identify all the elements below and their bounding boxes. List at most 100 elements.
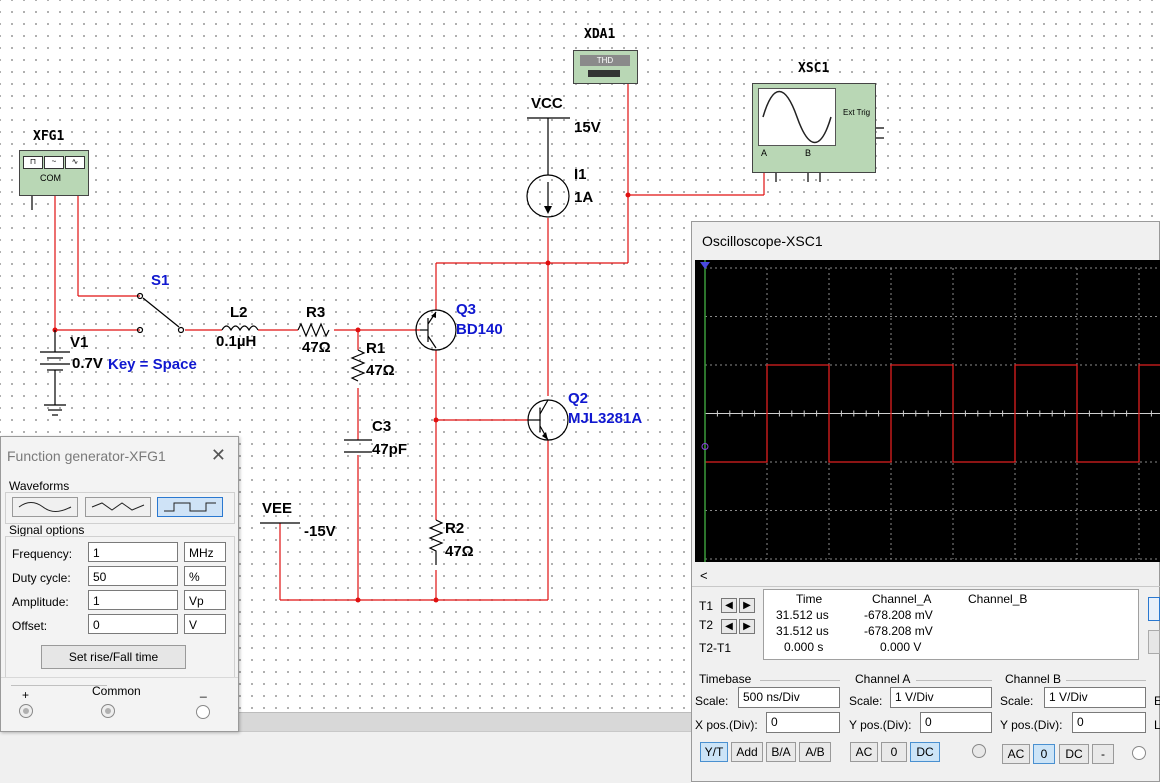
y-position-a-field[interactable]: 0 bbox=[920, 712, 992, 733]
com-label: COM bbox=[40, 173, 61, 183]
channel-a-ac-button[interactable]: AC bbox=[850, 742, 878, 762]
minus-terminal-label: _ bbox=[200, 684, 207, 698]
set-rise-fall-time-button[interactable]: Set rise/Fall time bbox=[41, 645, 186, 669]
sine-waveform-button[interactable] bbox=[12, 497, 78, 517]
x-position-field[interactable]: 0 bbox=[766, 712, 840, 733]
divider bbox=[760, 680, 840, 681]
channel-a-marker-icon bbox=[701, 442, 709, 450]
waveforms-group bbox=[5, 492, 235, 524]
l2-label: L2 bbox=[230, 304, 248, 321]
horizontal-scrollbar[interactable] bbox=[237, 712, 691, 731]
close-icon[interactable]: ✕ bbox=[210, 445, 226, 465]
t1-time-value: 31.512 us bbox=[776, 608, 829, 622]
square-wave-icon bbox=[164, 502, 216, 512]
trigger-level-partial-label: L bbox=[1154, 718, 1160, 732]
r3-label: R3 bbox=[306, 304, 326, 321]
r2-value: 47Ω bbox=[445, 543, 474, 560]
duty-cycle-unit-field[interactable]: % bbox=[184, 566, 226, 586]
cursor-readout-table: Time Channel_A Channel_B 31.512 us -678.… bbox=[763, 589, 1139, 660]
channel-b-radio[interactable] bbox=[1132, 746, 1146, 760]
t1-right-arrow-icon[interactable]: ▶ bbox=[739, 598, 755, 613]
y-t-mode-button[interactable]: Y/T bbox=[700, 742, 728, 762]
r1-value: 47Ω bbox=[366, 362, 395, 379]
signal-options-label: Signal options bbox=[9, 523, 85, 537]
b-over-a-mode-button[interactable]: B/A bbox=[766, 742, 796, 762]
save-button[interactable] bbox=[1148, 630, 1160, 654]
channel-a-dc-button[interactable]: DC bbox=[910, 742, 940, 762]
cursor-t1-marker-icon bbox=[700, 262, 710, 269]
xsc1-title: XSC1 bbox=[798, 61, 830, 76]
oscilloscope-icon[interactable]: Ext Trig A B bbox=[752, 83, 876, 173]
channel-a-zero-button[interactable]: 0 bbox=[881, 742, 907, 762]
q3-label: Q3 bbox=[456, 301, 477, 318]
channel-b-minus-button[interactable]: - bbox=[1092, 744, 1114, 764]
y-position-b-field[interactable]: 0 bbox=[1072, 712, 1146, 733]
trigger-edge-partial-label: E bbox=[1154, 694, 1160, 708]
channel-a-scale-field[interactable]: 1 V/Div bbox=[890, 687, 992, 708]
vee-label: VEE bbox=[262, 500, 293, 517]
frequency-field[interactable]: 1 bbox=[88, 542, 178, 562]
divider bbox=[1066, 680, 1146, 681]
divider bbox=[11, 685, 107, 686]
t2-t1-label: T2-T1 bbox=[699, 641, 732, 655]
offset-field[interactable]: 0 bbox=[88, 614, 178, 634]
t2-right-arrow-icon[interactable]: ▶ bbox=[739, 619, 755, 634]
scope-screen-icon bbox=[758, 88, 836, 146]
plus-terminal-radio[interactable] bbox=[19, 704, 33, 718]
thd-buttons-icon bbox=[588, 70, 620, 77]
t2-label: T2 bbox=[699, 618, 714, 632]
sine-wave-icon: ~ bbox=[44, 156, 64, 169]
t1-channel-a-value: -678.208 mV bbox=[864, 608, 933, 622]
channel-b-zero-button[interactable]: 0 bbox=[1033, 744, 1055, 764]
channel-a-radio[interactable] bbox=[972, 744, 986, 758]
square-waveform-button[interactable] bbox=[157, 497, 223, 517]
duty-cycle-field[interactable]: 50 bbox=[88, 566, 178, 586]
amplitude-unit-field[interactable]: Vp bbox=[184, 590, 226, 610]
channel-b-dc-button[interactable]: DC bbox=[1059, 744, 1089, 764]
delta-time-value: 0.000 s bbox=[784, 640, 824, 654]
r1-label: R1 bbox=[366, 340, 386, 357]
common-terminal-radio[interactable] bbox=[101, 704, 115, 718]
offset-unit-field[interactable]: V bbox=[184, 614, 226, 634]
amplitude-field[interactable]: 1 bbox=[88, 590, 178, 610]
channel-b-scale-field[interactable]: 1 V/Div bbox=[1044, 687, 1146, 708]
channel-b-ac-button[interactable]: AC bbox=[1002, 744, 1030, 764]
v1-value: 0.7V bbox=[72, 355, 103, 372]
divider bbox=[1, 677, 238, 678]
a-over-b-mode-button[interactable]: A/B bbox=[799, 742, 831, 762]
thd-display: THD bbox=[580, 55, 630, 66]
oscilloscope-title: Oscilloscope-XSC1 bbox=[702, 233, 823, 249]
q2-label: Q2 bbox=[568, 390, 589, 407]
channel-b-terminal-label: B bbox=[805, 148, 812, 158]
function-generator-icon[interactable]: ⊓ ~ ∿ COM bbox=[19, 150, 89, 196]
t2-time-value: 31.512 us bbox=[776, 624, 829, 638]
minus-terminal-radio[interactable] bbox=[196, 705, 210, 719]
reverse-button[interactable] bbox=[1148, 597, 1160, 621]
q2-model: MJL3281A bbox=[568, 410, 643, 427]
triangle-waveform-button[interactable] bbox=[85, 497, 151, 517]
frequency-unit-field[interactable]: MHz bbox=[184, 542, 226, 562]
sine-wave-icon bbox=[18, 502, 72, 512]
distortion-analyzer-icon[interactable]: THD bbox=[573, 50, 638, 84]
t1-left-arrow-icon[interactable]: ◀ bbox=[721, 598, 737, 613]
t2-left-arrow-icon[interactable]: ◀ bbox=[721, 619, 737, 634]
duty-cycle-label: Duty cycle: bbox=[12, 571, 71, 585]
waveforms-label: Waveforms bbox=[9, 479, 70, 493]
timebase-scale-field[interactable]: 500 ns/Div bbox=[738, 687, 840, 708]
vcc-label: VCC bbox=[531, 95, 563, 112]
add-mode-button[interactable]: Add bbox=[731, 742, 763, 762]
delta-channel-a-value: 0.000 V bbox=[880, 640, 922, 654]
t1-label: T1 bbox=[699, 599, 714, 613]
r2-label: R2 bbox=[445, 520, 465, 537]
r3-value: 47Ω bbox=[302, 339, 331, 356]
common-terminal-label: Common bbox=[92, 684, 141, 698]
square-wave-icon: ⊓ bbox=[23, 156, 43, 169]
vee-value: -15V bbox=[304, 523, 336, 540]
channel-a-terminal-label: A bbox=[761, 148, 768, 158]
oscilloscope-display[interactable] bbox=[695, 260, 1160, 562]
channel-a-header: Channel_A bbox=[872, 592, 932, 606]
scroll-left-arrow[interactable]: < bbox=[700, 568, 708, 583]
status-bar bbox=[0, 731, 691, 783]
plus-terminal-label: + bbox=[22, 688, 30, 702]
